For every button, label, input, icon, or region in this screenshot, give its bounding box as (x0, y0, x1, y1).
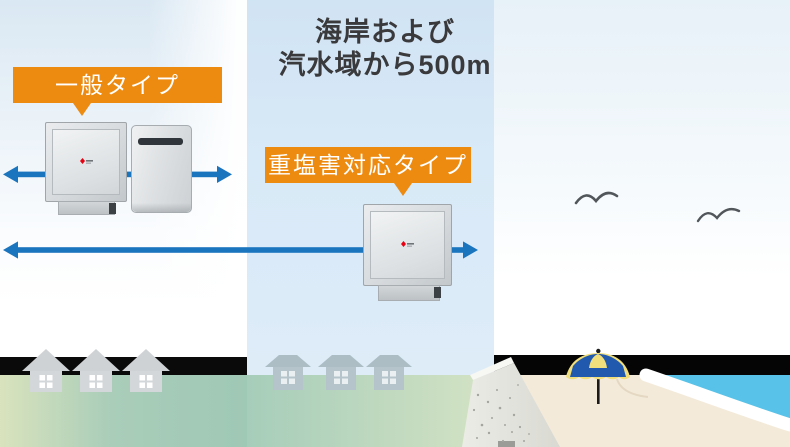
seagull-icon (574, 191, 619, 205)
callout-general-label: 一般タイプ (55, 72, 180, 98)
unit-base (58, 201, 116, 215)
title-line-2: 汽水域から500m (278, 50, 492, 80)
outdoor-unit-heavy-salt (363, 204, 452, 301)
callout-general-type: 一般タイプ (13, 67, 222, 116)
callout-pointer (73, 103, 91, 116)
houses-middle (265, 355, 412, 390)
seagull-icon (696, 207, 741, 223)
unit-base (378, 285, 441, 301)
outdoor-unit-general-tall (131, 125, 192, 213)
sea-foam (639, 368, 790, 432)
mitsubishi-logo-icon (401, 240, 414, 247)
houses-left (22, 349, 170, 392)
beach-umbrella-icon (566, 348, 630, 404)
unit-front-panel (45, 122, 127, 202)
callout-pointer (394, 183, 412, 196)
range-arrow-heavy-salt (3, 241, 478, 259)
outdoor-unit-general-square (45, 122, 127, 215)
unit-foot (434, 287, 441, 298)
callout-heavy-salt-type: 重塩害対応タイプ (265, 147, 471, 196)
mitsubishi-logo-icon (79, 157, 93, 164)
page-title: 海岸および 汽水域から500m (245, 16, 525, 82)
seawall (462, 357, 560, 447)
unit-foot (109, 203, 116, 214)
sand-contour (616, 378, 649, 398)
callout-heavy-salt-label: 重塩害対応タイプ (268, 152, 468, 178)
black-band-right (494, 355, 790, 375)
title-line-1: 海岸および (315, 17, 455, 47)
air-outlet-slot (138, 138, 183, 145)
unit-front-panel (363, 204, 452, 286)
